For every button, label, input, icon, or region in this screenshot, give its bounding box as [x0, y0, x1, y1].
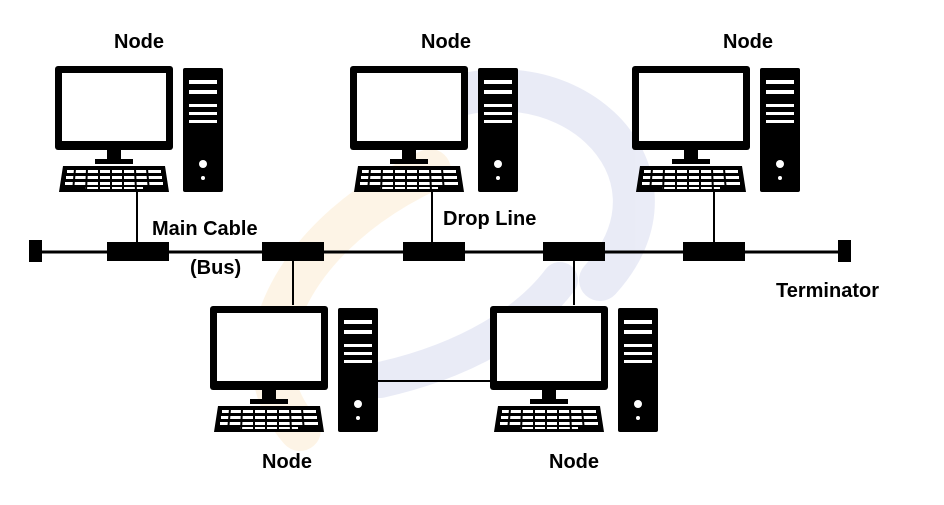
- node-label-bottom-right: Node: [549, 451, 599, 473]
- terminator-label: Terminator: [776, 280, 879, 302]
- tap-connector-4: [543, 242, 605, 261]
- node-label-top-center: Node: [421, 31, 471, 53]
- bus-label: (Bus): [190, 257, 242, 279]
- node-label-top-left: Node: [114, 31, 164, 53]
- tap-connector-5: [683, 242, 745, 261]
- terminator-left: [29, 240, 42, 262]
- terminator-right: [838, 240, 851, 262]
- drop-line-label: Drop Line: [443, 208, 537, 230]
- node-label-bottom-left: Node: [262, 451, 312, 473]
- main-cable-label: Main Cable: [152, 218, 258, 240]
- desktop-computer-icon: [489, 305, 659, 433]
- desktop-computer-icon: [631, 65, 801, 193]
- node-label-top-right: Node: [723, 31, 773, 53]
- tap-connector-2: [262, 242, 324, 261]
- desktop-computer-icon: [54, 65, 224, 193]
- tap-connector-3: [403, 242, 465, 261]
- desktop-computer-icon: [349, 65, 519, 193]
- desktop-computer-icon: [209, 305, 379, 433]
- tap-connector-1: [107, 242, 169, 261]
